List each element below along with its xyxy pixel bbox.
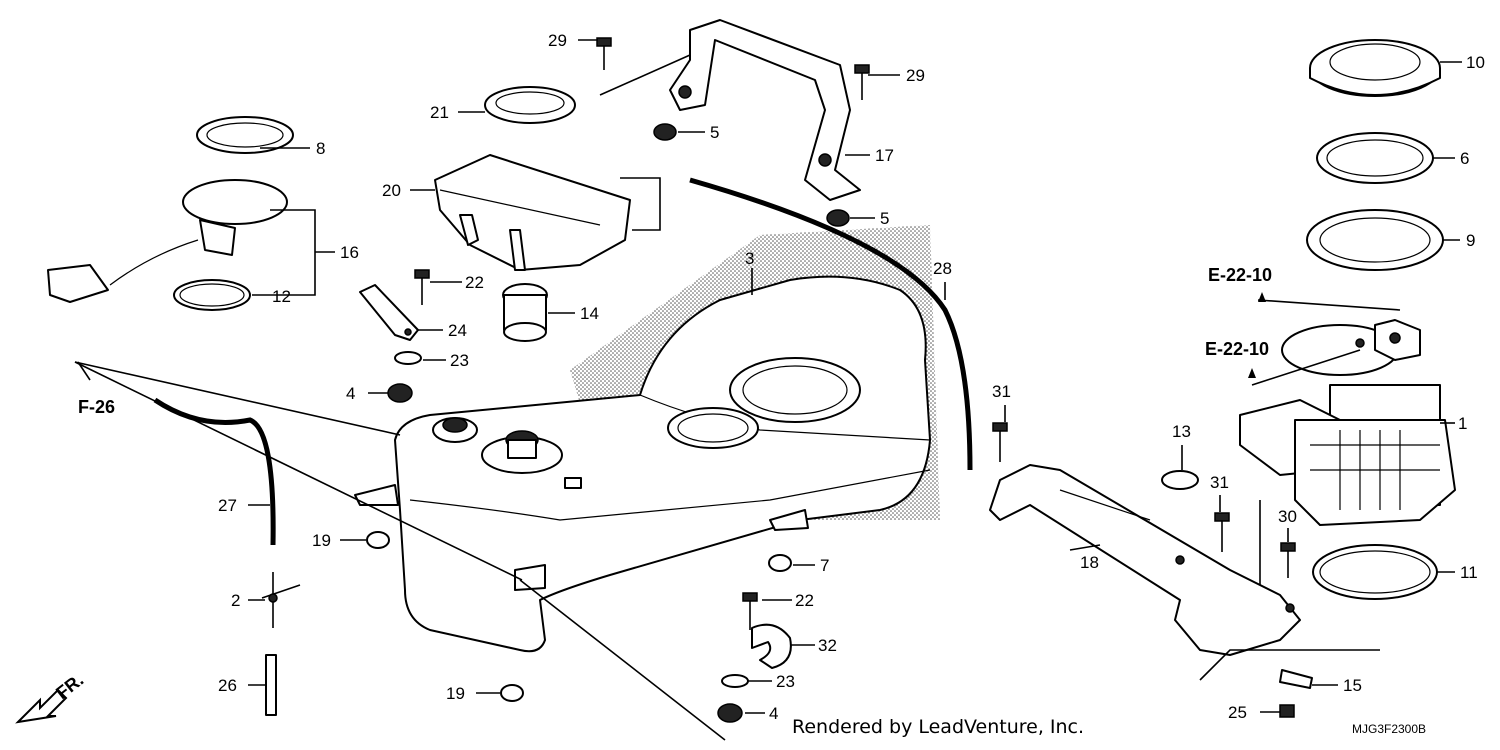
callout-19-lower: 19	[446, 684, 465, 703]
front-direction-arrow: FR.	[15, 670, 87, 724]
grommet-4-lower[interactable]	[717, 703, 743, 723]
callout-23-upper: 23	[450, 351, 469, 370]
callout-31-left: 31	[992, 382, 1011, 401]
joint-2[interactable]	[261, 572, 301, 628]
bolt-31-right[interactable]	[1214, 512, 1230, 552]
callout-4-lower: 4	[769, 704, 778, 723]
reference-f-26[interactable]: F-26	[78, 397, 115, 417]
washer-23-upper[interactable]	[394, 351, 422, 365]
credit-text: Rendered by LeadVenture, Inc.	[792, 716, 1084, 738]
callout-10: 10	[1466, 53, 1485, 72]
callout-18: 18	[1080, 553, 1099, 572]
callout-6: 6	[1460, 149, 1469, 168]
callout-11: 11	[1460, 563, 1478, 582]
callout-31-right: 31	[1210, 473, 1229, 492]
callout-2: 2	[231, 591, 240, 610]
callout-32: 32	[818, 636, 837, 655]
arrow-up-icon	[1248, 368, 1256, 378]
bolt-31-left[interactable]	[992, 422, 1008, 462]
fuel-pump-assembly[interactable]	[1239, 319, 1456, 526]
pump-gasket-9[interactable]	[1306, 209, 1444, 271]
fuel-cap-14[interactable]	[502, 283, 548, 342]
callout-5-upper: 5	[710, 123, 719, 142]
callout-9: 9	[1466, 231, 1475, 250]
grommet-5-upper[interactable]	[653, 123, 677, 141]
callout-28: 28	[933, 259, 952, 278]
fuel-joint-32[interactable]	[751, 623, 792, 669]
callouts: 29 29 5 5 17 21 8 20 16 12 22 14 24 23 4…	[218, 31, 1485, 723]
tank-strap-17[interactable]	[669, 19, 861, 201]
o-ring-11[interactable]	[1312, 544, 1438, 600]
callout-23-lower: 23	[776, 672, 795, 691]
nut-25[interactable]	[1279, 704, 1295, 718]
callout-5-lower: 5	[880, 209, 889, 228]
callout-25: 25	[1228, 703, 1247, 722]
bolt-22-lower[interactable]	[742, 592, 758, 630]
grommet-5-lower[interactable]	[826, 209, 850, 227]
front-arrow-icon	[15, 688, 68, 724]
grommet-21[interactable]	[484, 86, 576, 124]
callout-13: 13	[1172, 422, 1191, 441]
collar-19-upper[interactable]	[366, 531, 390, 549]
bolt-30[interactable]	[1280, 542, 1296, 578]
callout-16: 16	[340, 243, 359, 262]
tank-cover-10[interactable]	[1309, 39, 1441, 97]
pump-bracket-18[interactable]	[989, 464, 1301, 656]
collar-7[interactable]	[768, 554, 792, 572]
callout-7: 7	[820, 556, 829, 575]
callout-22-lower: 22	[795, 591, 814, 610]
callout-24: 24	[448, 321, 467, 340]
bolt-29-left[interactable]	[596, 37, 612, 70]
tank-protector-20[interactable]	[434, 154, 631, 271]
breather-tube-28[interactable]	[689, 177, 973, 471]
callout-30: 30	[1278, 507, 1297, 526]
reference-e-22-10-top[interactable]: E-22-10	[1208, 265, 1272, 285]
reference-labels: E-22-10 E-22-10 F-26	[78, 265, 1272, 417]
callout-17: 17	[875, 146, 894, 165]
callout-26: 26	[218, 676, 237, 695]
callout-12: 12	[272, 287, 291, 306]
drain-tube-27[interactable]	[153, 397, 276, 546]
fuel-tank[interactable]	[354, 225, 940, 653]
stay-24[interactable]	[359, 284, 419, 341]
callout-19-upper: 19	[312, 531, 331, 550]
leader-lines	[74, 39, 1462, 741]
callout-27: 27	[218, 496, 237, 515]
collar-19-lower[interactable]	[500, 684, 524, 702]
callout-21: 21	[430, 103, 449, 122]
bolt-29-right[interactable]	[854, 64, 870, 100]
bolt-22-upper[interactable]	[414, 269, 430, 305]
callout-1: 1	[1458, 414, 1467, 433]
washer-23-lower[interactable]	[721, 674, 749, 688]
diagram-code: MJG3F2300B	[1352, 722, 1426, 736]
clip-15[interactable]	[1279, 669, 1313, 689]
callout-4-upper: 4	[346, 384, 355, 403]
callout-22-upper: 22	[465, 273, 484, 292]
callout-29-right: 29	[906, 66, 925, 85]
callout-20: 20	[382, 181, 401, 200]
callout-14: 14	[580, 304, 599, 323]
grommet-4-upper[interactable]	[387, 383, 413, 403]
callout-29-left: 29	[548, 31, 567, 50]
callout-3: 3	[745, 249, 754, 268]
callout-8: 8	[316, 139, 325, 158]
retainer-ring-6[interactable]	[1316, 132, 1434, 184]
reference-e-22-10-bottom[interactable]: E-22-10	[1205, 339, 1269, 359]
callout-15: 15	[1343, 676, 1362, 695]
arrow-up-icon	[1258, 292, 1266, 302]
tube-26[interactable]	[265, 654, 277, 716]
fuel-gauge-sender[interactable]	[47, 116, 294, 311]
rubber-13[interactable]	[1161, 470, 1199, 490]
